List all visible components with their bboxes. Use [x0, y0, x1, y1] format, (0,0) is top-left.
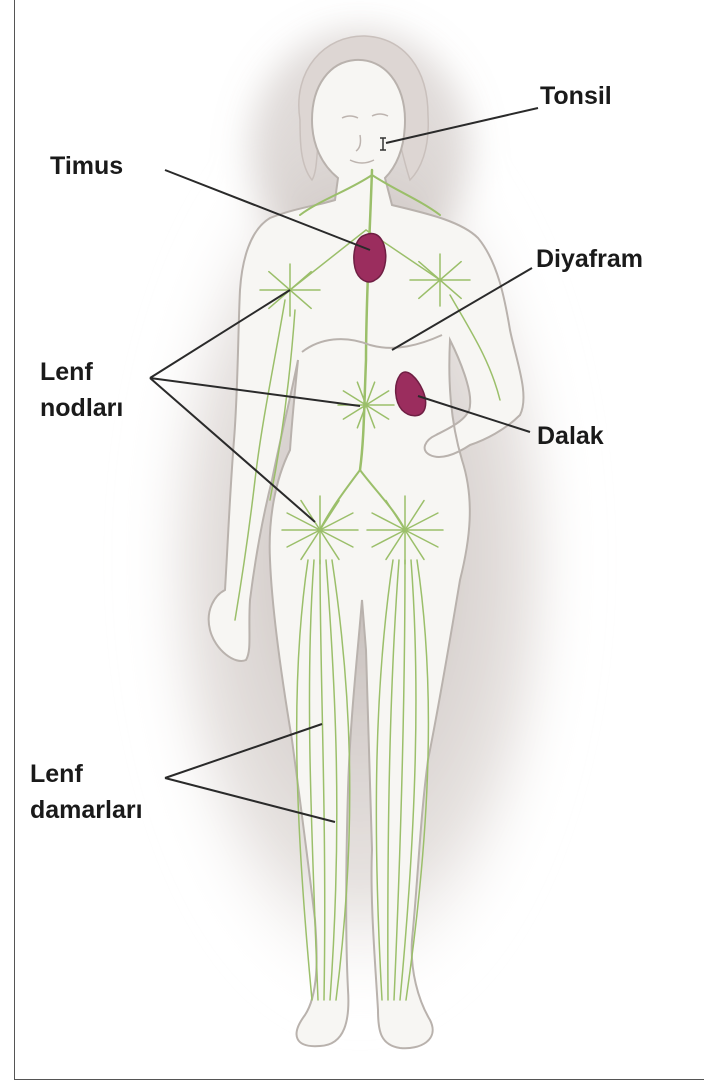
label-lenf-nodlari-line1: Lenf — [40, 356, 93, 389]
label-diyafram: Diyafram — [536, 243, 643, 276]
label-tonsil: Tonsil — [540, 80, 612, 113]
label-dalak: Dalak — [537, 420, 604, 453]
label-timus: Timus — [50, 150, 123, 183]
label-lenf-damarlari-line2: damarları — [30, 794, 143, 827]
thymus-organ — [354, 234, 386, 282]
label-lenf-damarlari-line1: Lenf — [30, 758, 83, 791]
label-lenf-nodlari-line2: nodları — [40, 392, 123, 425]
